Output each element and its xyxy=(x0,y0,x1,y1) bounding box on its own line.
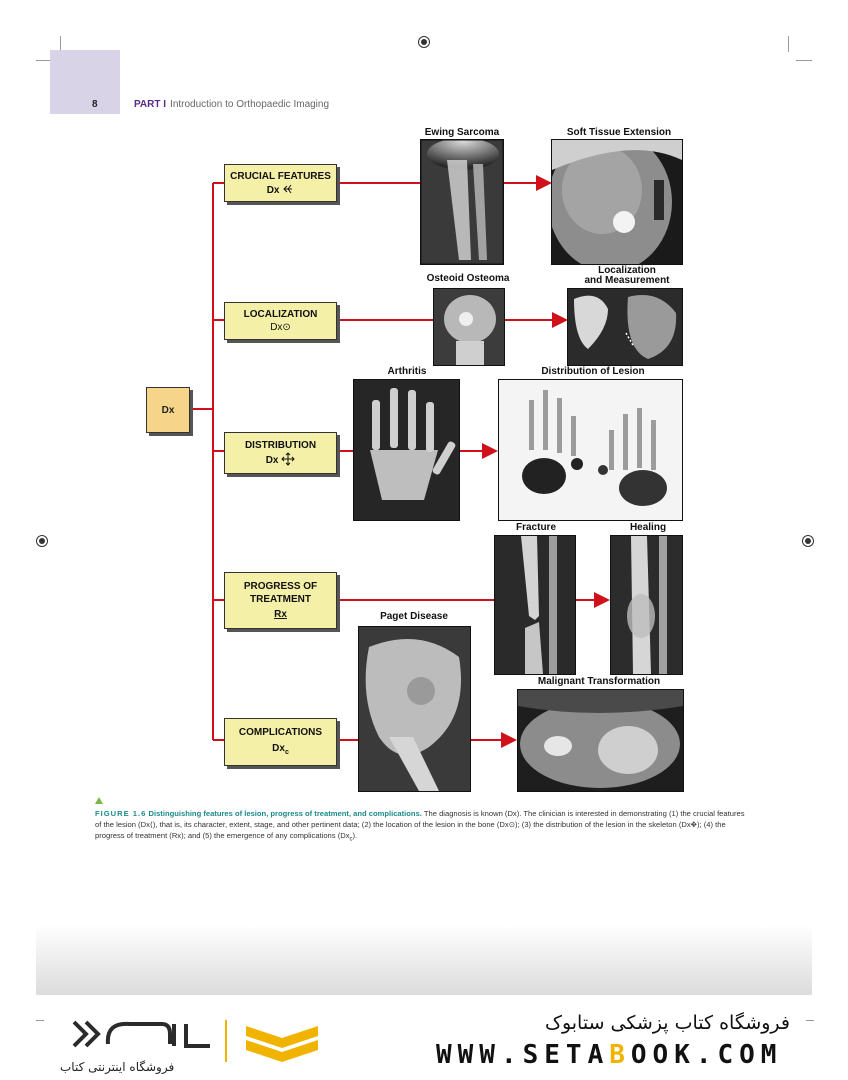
ewing-sarcoma-caption: Ewing Sarcoma xyxy=(424,127,500,138)
registration-mark-icon xyxy=(418,36,430,48)
crop-mark xyxy=(36,1020,44,1021)
soft-tissue-caption: Soft Tissue Extension xyxy=(566,127,672,138)
healing-radiograph xyxy=(610,535,683,675)
localization-box: LOCALIZATION Dx⊙ xyxy=(224,302,337,340)
figure-title: Distinguishing features of lesion, progr… xyxy=(148,809,422,818)
root-dx-label: Dx xyxy=(161,404,175,416)
figure-text-1: The diagnosis is known (Dx). The clinici… xyxy=(95,809,745,829)
localization-caption-line1: Localization xyxy=(598,265,656,276)
healing-caption: Healing xyxy=(629,522,667,533)
root-dx-box: Dx xyxy=(146,387,190,433)
registration-mark-icon xyxy=(36,535,48,547)
malignant-transformation-caption: Malignant Transformation xyxy=(537,676,661,687)
part-label: PART I xyxy=(134,99,167,110)
progress-of-treatment-box: PROGRESS OF TREATMENT Rx xyxy=(224,572,337,629)
distribution-inline-icon: ✥ xyxy=(690,820,698,829)
osteoid-osteoma-radiograph xyxy=(433,288,505,366)
logo-subtitle: فروشگاه اینترنتی کتاب xyxy=(60,1060,175,1074)
localization-label: LOCALIZATION xyxy=(243,309,318,320)
distribution-label: DISTRIBUTION xyxy=(244,440,317,451)
distribution-dx: Dx xyxy=(266,452,296,467)
complications-subscript: c xyxy=(349,836,353,843)
part-title: Introduction to Orthopaedic Imaging xyxy=(170,99,330,110)
soft-tissue-extension-ct xyxy=(551,139,683,265)
localization-caption-line2: and Measurement xyxy=(584,275,670,286)
crucial-features-label: CRUCIAL FEATURES xyxy=(230,170,331,182)
caption-marker-icon xyxy=(95,797,103,804)
setabook-logo-icon xyxy=(72,1020,318,1062)
progress-rx: Rx xyxy=(274,609,287,620)
page-number: 8 xyxy=(92,99,98,110)
crop-mark xyxy=(796,60,812,61)
crucial-features-dx: Dx xyxy=(267,183,295,197)
localization-measurement-ct xyxy=(567,288,683,366)
figure-text-4: ). xyxy=(352,831,358,840)
registration-mark-icon xyxy=(802,535,814,547)
paget-disease-caption: Paget Disease xyxy=(380,611,448,622)
crop-mark xyxy=(36,60,52,61)
complications-box: COMPLICATIONS Dxc xyxy=(224,718,337,766)
distribution-caption: Distribution of Lesion xyxy=(541,366,645,377)
distribution-symbol-icon xyxy=(281,452,295,466)
arthritis-hand-radiograph xyxy=(353,379,460,521)
figure-text-3: ); (4) the progress of treatment (Rx); a… xyxy=(95,820,726,840)
store-name: فروشگاه کتاب پزشکی ستابوک xyxy=(544,1012,790,1034)
progress-label-line1: PROGRESS OF xyxy=(243,581,318,592)
bone-scan-distribution xyxy=(498,379,683,521)
crop-mark xyxy=(806,1020,814,1021)
distribution-box: DISTRIBUTION Dx xyxy=(224,432,337,474)
crucial-features-box: CRUCIAL FEATURES Dx xyxy=(224,164,337,202)
footer-fade-band xyxy=(36,925,812,995)
fracture-radiograph xyxy=(494,535,576,675)
store-url[interactable]: WWW.SETABOOK.COM xyxy=(436,1040,783,1070)
crucial-features-inline-icon: ⟨ xyxy=(149,820,153,829)
figure-label: FIGURE 1.6 xyxy=(95,809,147,818)
osteoid-osteoma-caption: Osteoid Osteoma xyxy=(426,273,510,284)
malignant-transformation-ct xyxy=(517,689,684,792)
figure-text-2: ), that is, its character, extent, stage… xyxy=(152,820,691,829)
progress-label-line2: TREATMENT xyxy=(250,594,311,605)
complications-dx: Dxc xyxy=(272,742,289,756)
arthritis-caption: Arthritis xyxy=(387,366,427,377)
header-tab xyxy=(50,50,120,114)
complications-label: COMPLICATIONS xyxy=(238,726,323,738)
localization-dx: Dx⊙ xyxy=(270,322,291,333)
crucial-features-symbol-icon xyxy=(283,184,293,193)
fracture-caption: Fracture xyxy=(515,522,556,533)
figure-caption: FIGURE 1.6 Distinguishing features of le… xyxy=(95,808,745,846)
crop-mark xyxy=(788,36,789,52)
crop-mark xyxy=(60,36,61,52)
ewing-sarcoma-radiograph xyxy=(420,139,504,265)
paget-disease-radiograph xyxy=(358,626,471,792)
